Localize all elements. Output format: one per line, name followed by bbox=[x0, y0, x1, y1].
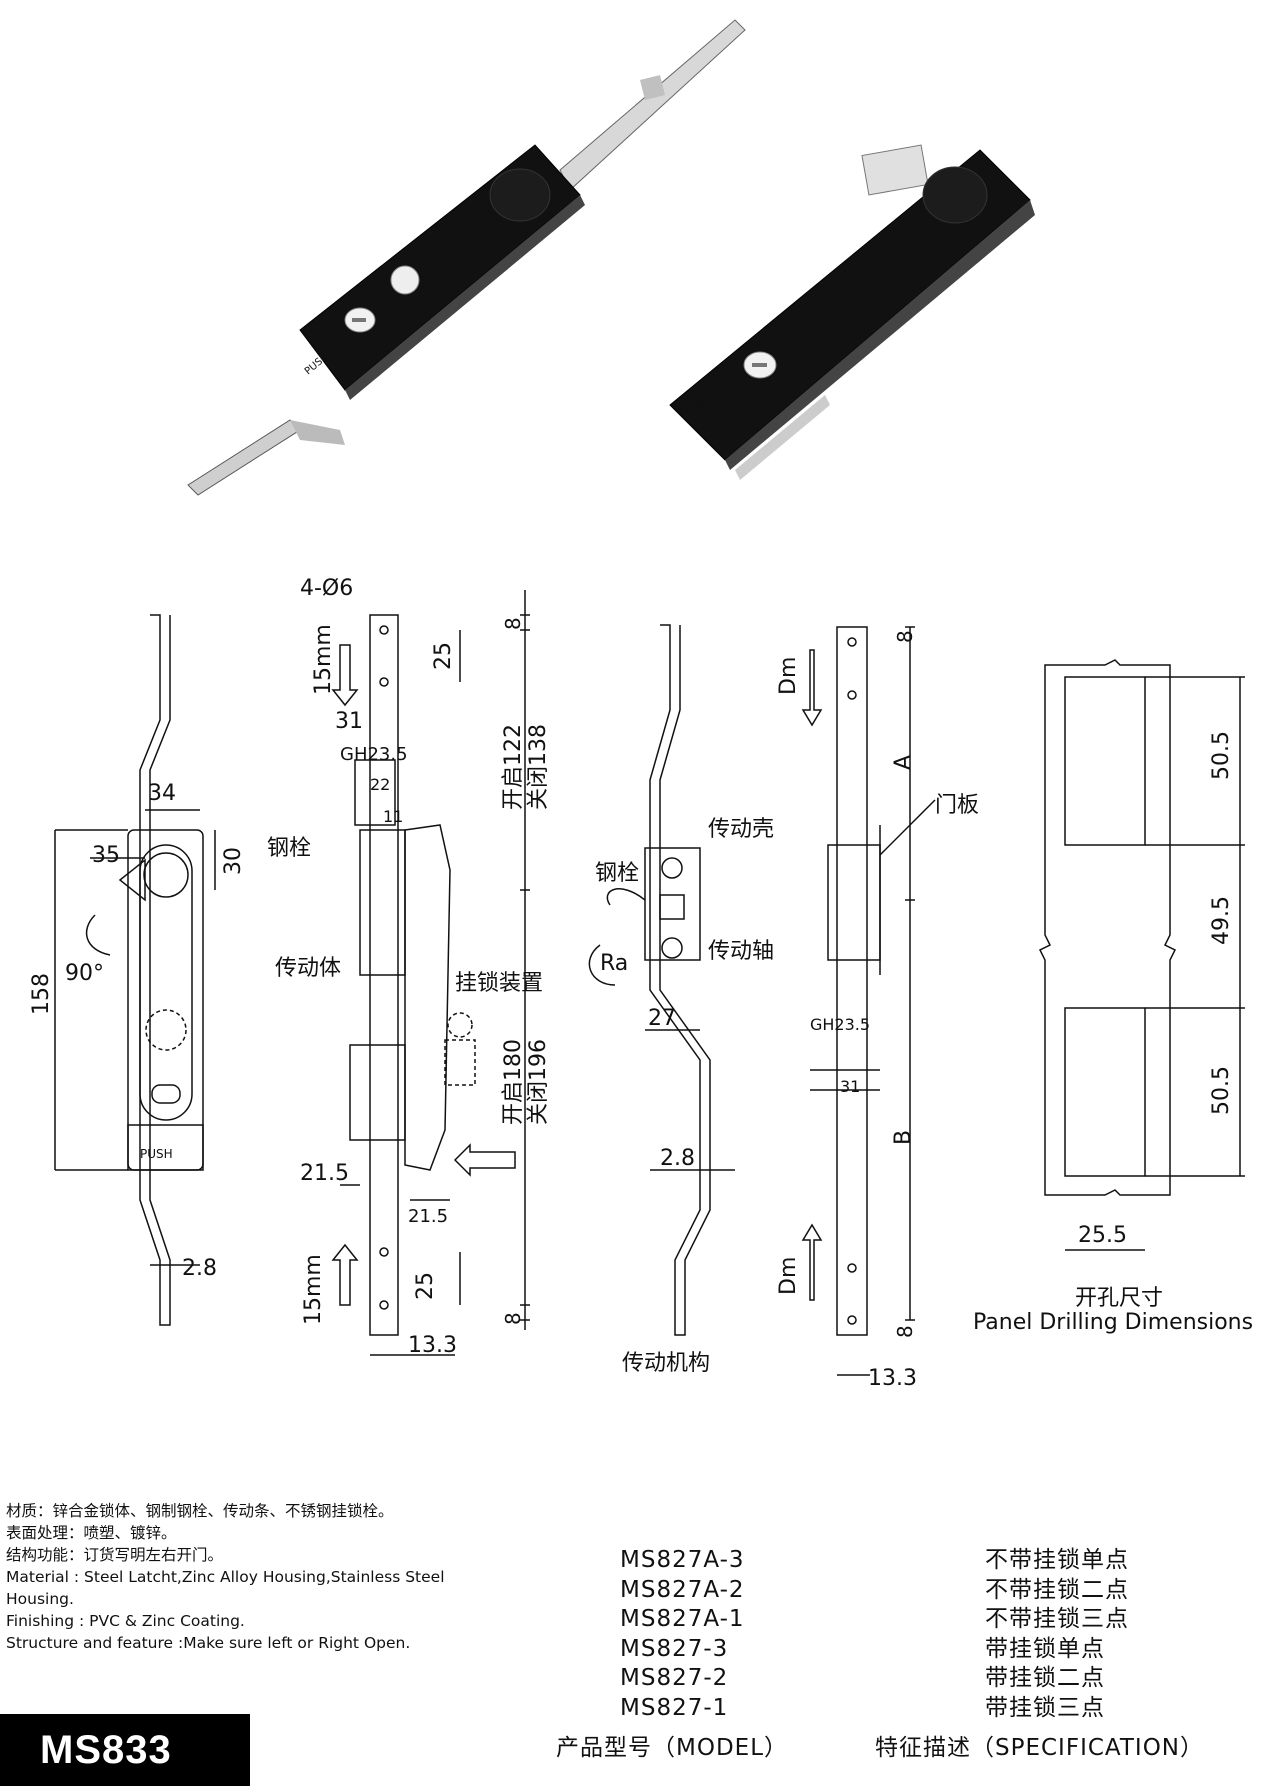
label-body-1: 传动体 bbox=[275, 956, 341, 981]
label-close-196: 关闭196 bbox=[526, 1039, 551, 1125]
spec-item: 带挂锁单点 bbox=[985, 1635, 1105, 1662]
label-dm-bot: Dm bbox=[776, 1257, 801, 1295]
label-dim-11: 11 bbox=[383, 807, 403, 826]
label-mechanism: 传动机构 bbox=[622, 1351, 710, 1376]
label-dim-13-3-r: 13.3 bbox=[868, 1366, 917, 1390]
spec-item: 不带挂锁单点 bbox=[985, 1547, 1129, 1573]
product-photos: PUSH PUSH bbox=[187, 19, 1035, 496]
label-open-180: 开启180 bbox=[501, 1039, 526, 1125]
label-dim-gh: GH23.5 bbox=[340, 744, 408, 765]
label-dim-a: A bbox=[891, 755, 916, 770]
note-structure-cn: 结构功能：订货写明左右开门。 bbox=[6, 1546, 224, 1564]
spec-item: 不带挂锁三点 bbox=[985, 1606, 1129, 1633]
spec-list: 不带挂锁单点 不带挂锁二点 不带挂锁三点 带挂锁单点 带挂锁二点 带挂锁三点 bbox=[985, 1546, 1129, 1724]
label-close-138: 关闭138 bbox=[526, 724, 551, 810]
label-shell: 传动壳 bbox=[708, 817, 774, 842]
label-dim-27: 27 bbox=[648, 1006, 676, 1031]
label-dim-31-r: 31 bbox=[840, 1077, 860, 1096]
label-push-drawing: PUSH bbox=[140, 1147, 173, 1161]
technical-drawing: 4-Ø6 8 25 15mm 31 GH23.5 22 11 开启122 关闭1… bbox=[29, 576, 1245, 1390]
label-dim-15mm-top: 15mm bbox=[311, 624, 336, 695]
note-structure-en: Structure and feature :Make sure left or… bbox=[6, 1634, 411, 1652]
label-dim-21-5-a: 21.5 bbox=[300, 1161, 349, 1186]
model-item: MS827-1 bbox=[620, 1694, 729, 1721]
label-dim-25-top: 25 bbox=[431, 642, 456, 670]
spec-item: 带挂锁二点 bbox=[985, 1665, 1105, 1692]
note-finish-en: Finishing : PVC & Zinc Coating. bbox=[6, 1612, 245, 1630]
label-bolt-1: 钢栓 bbox=[267, 836, 311, 861]
model-item: MS827-3 bbox=[620, 1635, 729, 1662]
note-material-cn: 材质：锌合金锁体、钢制钢栓、传动条、不锈钢挂锁栓。 bbox=[6, 1502, 394, 1520]
label-open-122: 开启122 bbox=[501, 724, 526, 810]
product-code-badge: MS833 bbox=[0, 1714, 250, 1786]
model-header: 产品型号（MODEL） bbox=[556, 1735, 789, 1761]
label-padlock: 挂锁装置 bbox=[455, 971, 543, 996]
model-item: MS827A-3 bbox=[620, 1547, 745, 1573]
label-dim-50-5-a: 50.5 bbox=[1209, 731, 1234, 780]
material-notes: 材质：锌合金锁体、钢制钢栓、传动条、不锈钢挂锁栓。 表面处理：喷塑、镀锌。 结构… bbox=[6, 1500, 446, 1654]
label-ra: Ra bbox=[600, 951, 628, 976]
note-material-en: Material : Steel Latcht,Zinc Alloy Housi… bbox=[6, 1568, 445, 1608]
model-list: MS827A-3 MS827A-2 MS827A-1 MS827-3 MS827… bbox=[620, 1546, 745, 1724]
label-dim-13-3: 13.3 bbox=[408, 1333, 457, 1358]
label-rot-90: 90° bbox=[65, 961, 104, 986]
label-dim-21-5-b: 21.5 bbox=[408, 1206, 448, 1227]
label-dim-25-bot: 25 bbox=[413, 1272, 438, 1300]
label-dim-b: B bbox=[891, 1130, 916, 1145]
label-dim-gh-r: GH23.5 bbox=[810, 1015, 870, 1034]
label-dim-2-8-b: 2.8 bbox=[660, 1146, 695, 1171]
spec-header: 特征描述（SPECIFICATION） bbox=[875, 1735, 1205, 1761]
label-door-panel: 门板 bbox=[935, 793, 979, 818]
label-shaft: 传动轴 bbox=[708, 939, 774, 964]
label-dim-30: 30 bbox=[221, 847, 246, 875]
label-dim-8-r-top: 8 bbox=[893, 630, 917, 643]
spec-item: 带挂锁三点 bbox=[985, 1694, 1105, 1721]
model-item: MS827A-2 bbox=[620, 1576, 745, 1603]
label-dim-2-8: 2.8 bbox=[182, 1256, 217, 1281]
installed-view bbox=[801, 626, 936, 1376]
label-holes: 4-Ø6 bbox=[300, 576, 353, 601]
label-dim-22: 22 bbox=[370, 775, 390, 794]
mechanism-view bbox=[588, 624, 735, 1336]
model-item: MS827A-1 bbox=[620, 1606, 745, 1633]
label-dim-8-r-bot: 8 bbox=[893, 1325, 917, 1338]
label-dim-49-5: 49.5 bbox=[1209, 896, 1234, 945]
label-dm-top: Dm bbox=[776, 657, 801, 695]
spec-item: 不带挂锁二点 bbox=[985, 1576, 1129, 1603]
panel-drilling-title-cn: 开孔尺寸 bbox=[1075, 1286, 1164, 1311]
label-bolt-2: 钢栓 bbox=[595, 861, 639, 886]
side-view bbox=[331, 590, 530, 1356]
front-view bbox=[54, 614, 216, 1326]
label-dim-34: 34 bbox=[148, 781, 176, 806]
note-finish-cn: 表面处理：喷塑、镀锌。 bbox=[6, 1524, 177, 1542]
label-dim-8-bot: 8 bbox=[501, 1312, 525, 1325]
label-dim-8-top: 8 bbox=[501, 617, 525, 630]
model-item: MS827-2 bbox=[620, 1665, 729, 1692]
label-dim-50-5-b: 50.5 bbox=[1209, 1066, 1234, 1115]
label-dim-35: 35 bbox=[92, 843, 120, 868]
label-dim-15mm-bot: 15mm bbox=[301, 1254, 326, 1325]
label-dim-31: 31 bbox=[335, 709, 363, 734]
panel-drilling-view bbox=[1038, 659, 1245, 1251]
latch-photo-closed: PUSH bbox=[669, 144, 1035, 480]
label-dim-158: 158 bbox=[29, 973, 54, 1015]
latch-photo-open: PUSH bbox=[187, 19, 746, 496]
panel-drilling-title-en: Panel Drilling Dimensions bbox=[973, 1310, 1254, 1335]
label-dim-25-5: 25.5 bbox=[1078, 1223, 1127, 1248]
